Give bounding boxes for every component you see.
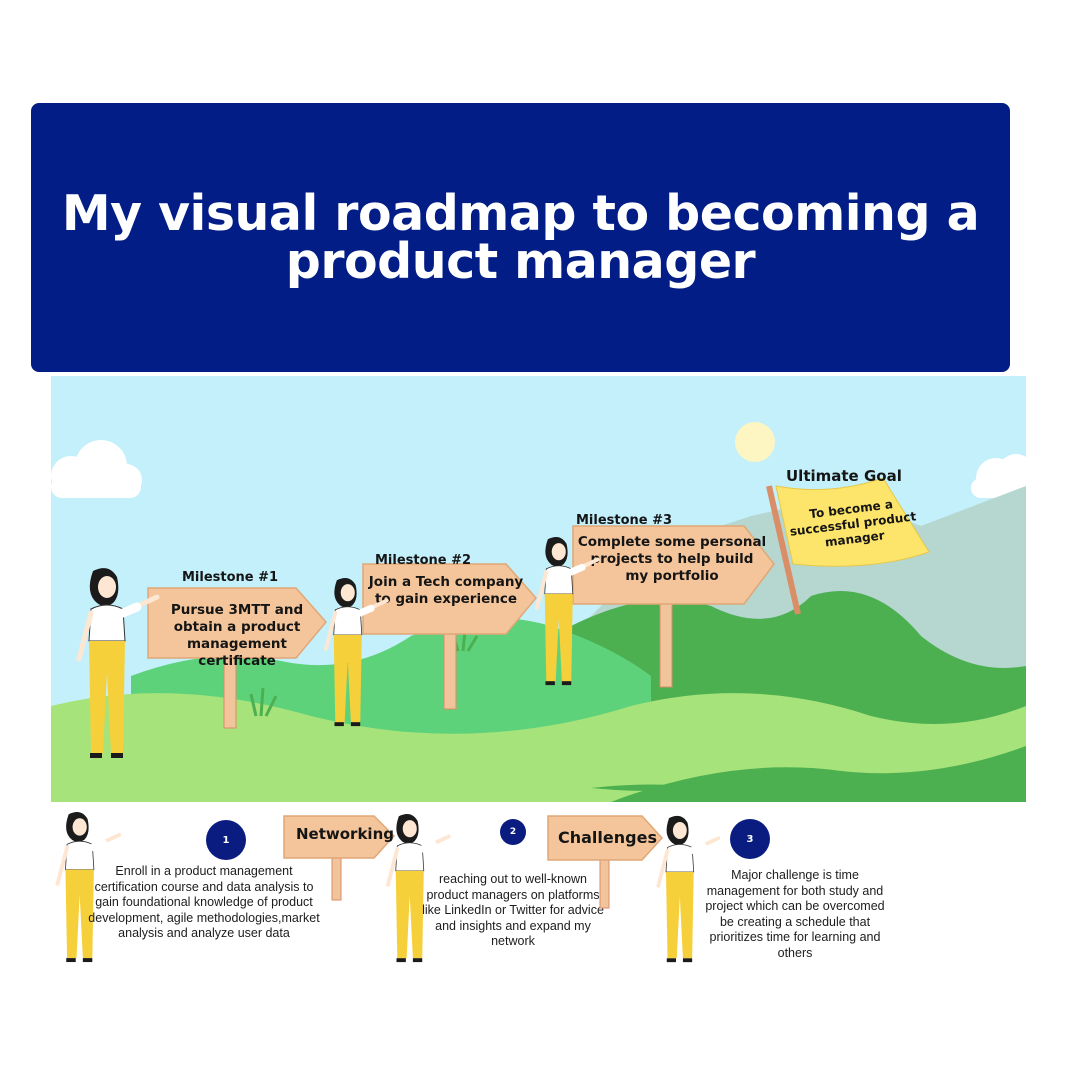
step-2-badge: 2 (500, 819, 526, 845)
sun-icon (735, 422, 775, 462)
scene-illustration (51, 376, 1026, 802)
sign-board-1 (147, 587, 327, 659)
woman-pointing-2-icon (323, 577, 389, 727)
step-1-text: Enroll in a product management certifica… (88, 864, 320, 940)
step-2-text: reaching out to well-known product manag… (422, 872, 604, 948)
woman-pointing-1-icon (76, 568, 160, 758)
milestone-2-text: Join a Tech company to gain experience (368, 574, 524, 607)
networking-label: Networking (296, 825, 394, 843)
woman-step-2-icon (385, 813, 451, 963)
page-title: My visual roadmap to becoming a product … (61, 184, 980, 290)
milestone-2-title: Milestone #2 (375, 553, 472, 568)
roadmap-scene: Milestone #1 Pursue 3MTT and obtain a pr… (51, 376, 1026, 802)
step-3-text: Major challenge is time management for b… (705, 868, 885, 960)
challenges-sign (547, 815, 664, 909)
sign-post-3 (659, 600, 673, 688)
goal-title: Ultimate Goal (786, 467, 902, 485)
woman-step-1-icon (55, 812, 122, 963)
title-banner: My visual roadmap to becoming a product … (31, 103, 1010, 372)
cloud-left-icon (51, 440, 142, 498)
flag-pole (766, 485, 801, 615)
milestone-1-title: Milestone #1 (182, 570, 279, 585)
hill-dark-front (611, 746, 1026, 802)
sign-post-2 (443, 630, 457, 710)
goal-flag (775, 477, 930, 567)
milestone-3-title: Milestone #3 (576, 513, 673, 528)
milestone-1-text: Pursue 3MTT and obtain a product managem… (170, 602, 304, 669)
step-3-badge: 3 (730, 819, 770, 859)
woman-pointing-3-icon (534, 536, 600, 686)
step-1-badge: 1 (206, 820, 246, 860)
milestone-3-text: Complete some personal projects to help … (577, 534, 767, 584)
sign-board-2 (362, 563, 537, 635)
woman-step-3-icon (656, 815, 721, 963)
networking-sign (283, 815, 396, 901)
hill-patch (591, 784, 711, 791)
challenges-label: Challenges (558, 828, 657, 847)
